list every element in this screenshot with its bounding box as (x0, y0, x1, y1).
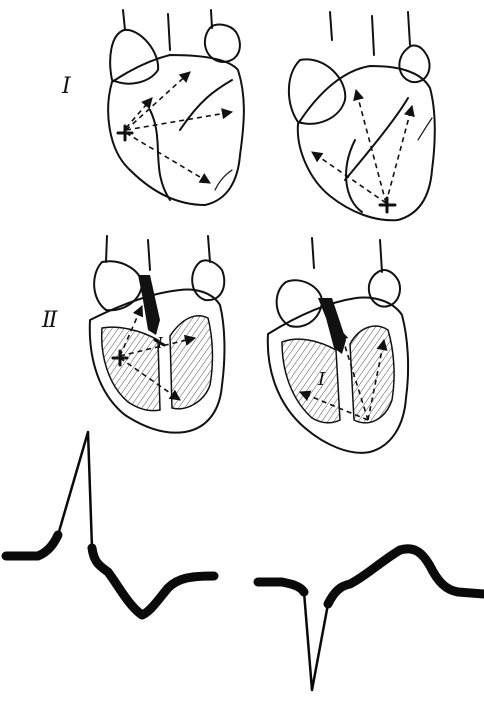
origin-cross-left (118, 126, 132, 140)
heart-section-right (268, 238, 408, 453)
ecg-trace-right (258, 549, 484, 690)
vector-mark-left: I (156, 334, 164, 352)
ecg-trace-left (6, 432, 214, 615)
row-label-2: II (42, 308, 55, 333)
row-label-1: I (62, 74, 69, 99)
heart-exterior-left (108, 10, 244, 205)
vector-mark-right: I (317, 369, 326, 390)
heart-exterior-right (289, 12, 435, 220)
